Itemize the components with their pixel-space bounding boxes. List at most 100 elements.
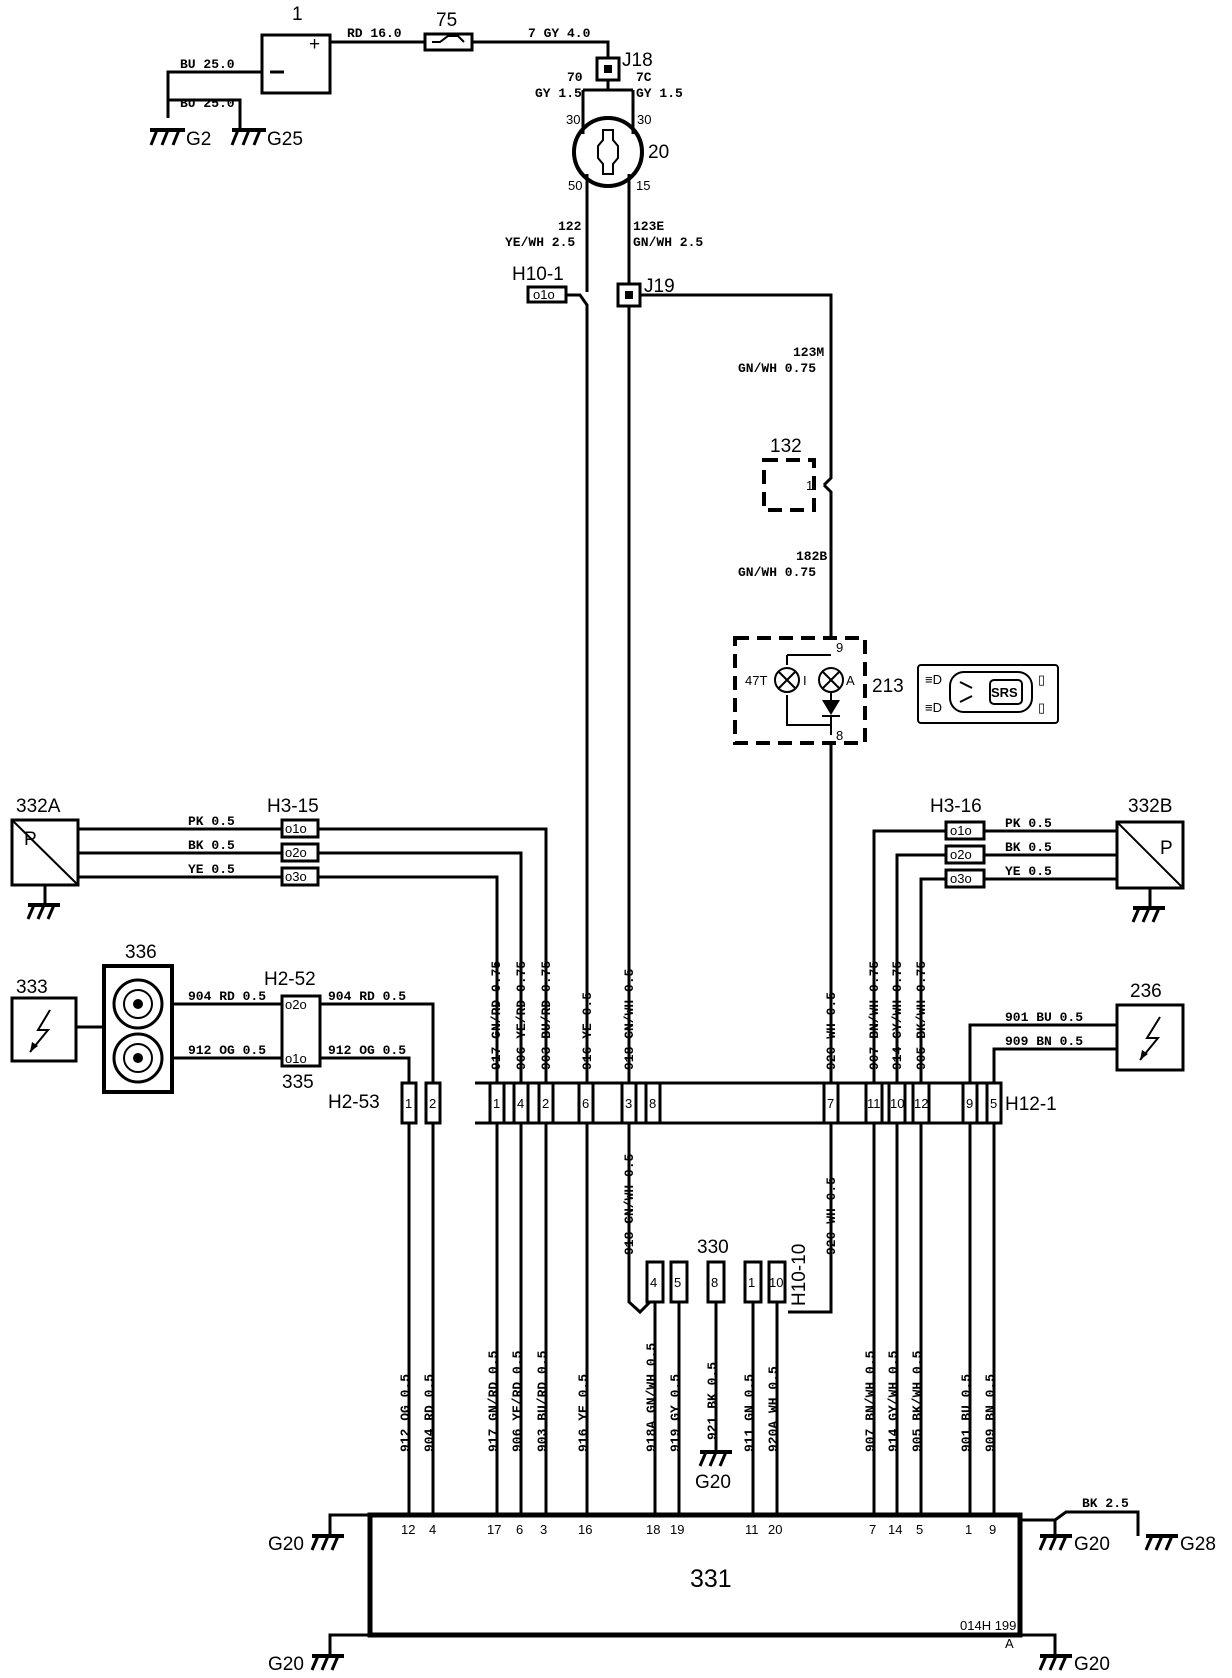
- ecu-pin-4: 4: [429, 1522, 436, 1537]
- connector-h12-1: 1 4 2 6 3 8 7 11 10 12 9 5 H12-1: [475, 1081, 1057, 1125]
- ground-g20-right-bottom-label: G20: [1074, 1654, 1110, 1675]
- sensor-332b: P 332B: [1115, 796, 1185, 890]
- ecu-pin-14: 14: [888, 1522, 902, 1537]
- pin-30-right: 30: [637, 112, 651, 127]
- connector-h3-16-label: H3-16: [930, 796, 982, 817]
- connector-h2-52: o2o o1o H2-52 335: [264, 969, 322, 1093]
- pin-213-i: I: [803, 673, 807, 688]
- wire-904-a: 904 RD 0.5: [188, 989, 266, 1004]
- srs-warning-icon: SRS ≡D ≡D ▯ ▯: [917, 664, 1059, 724]
- ground-g20-right-bottom: G20: [1038, 1654, 1110, 1675]
- sensor-332a: P 332A: [10, 796, 80, 887]
- sensor-332a-label: 332A: [16, 796, 61, 817]
- battery-1: 1 +: [260, 4, 332, 95]
- sensor-332b-symbol: P: [1160, 838, 1173, 859]
- ecu-pin-5: 5: [916, 1522, 923, 1537]
- vlabel-906-075: 906 YE/RD 0.75: [514, 961, 529, 1070]
- wire-ye05-right: YE 0.5: [1005, 864, 1052, 879]
- connector-330: 4 5 8 1 10 330: [645, 1237, 787, 1304]
- wire-912-b: 912 OG 0.5: [328, 1043, 406, 1058]
- svg-text:1: 1: [748, 1275, 755, 1290]
- svg-text:o1o: o1o: [950, 823, 972, 838]
- j18-split-wires: [581, 80, 635, 118]
- c236-output-wires: [968, 1023, 1117, 1085]
- svg-text:4: 4: [517, 1096, 524, 1111]
- wire-123e-num: 123E: [633, 219, 664, 234]
- h3-15-output-wires: [318, 827, 548, 1085]
- ground-g20-right-top-label: G20: [1074, 1534, 1110, 1555]
- svg-text:1: 1: [493, 1096, 500, 1111]
- vlabel-917: 917 GN/RD 0.5: [486, 1350, 501, 1452]
- sensor-332b-label: 332B: [1128, 796, 1172, 817]
- ignition-switch-label: 20: [648, 142, 669, 163]
- vlabel-903-075: 903 BU/RD 0.75: [539, 961, 554, 1070]
- ecu-pin-9: 9: [989, 1522, 996, 1537]
- connector-h12-1-label: H12-1: [1005, 1094, 1057, 1115]
- ground-g25: G25: [230, 128, 303, 150]
- svg-text:o1o: o1o: [533, 287, 555, 302]
- wire-70-color: GY 1.5: [535, 86, 582, 101]
- splice-j18: J18: [595, 50, 653, 82]
- ground-g20-left-bottom: G20: [268, 1654, 344, 1675]
- svg-text:▯: ▯: [1038, 700, 1045, 715]
- wire-bk25: BK 2.5: [1082, 1496, 1129, 1511]
- vlabel-907-075: 907 BN/WH 0.75: [867, 961, 882, 1070]
- svg-text:5: 5: [674, 1275, 681, 1290]
- svg-text:o2o: o2o: [950, 847, 972, 862]
- control-module-331-label: 331: [690, 1565, 732, 1593]
- wire-901: 901 BU 0.5: [1005, 1010, 1083, 1025]
- svg-text:▯: ▯: [1038, 672, 1045, 687]
- svg-text:10: 10: [890, 1096, 904, 1111]
- ground-g2: G2: [149, 128, 211, 150]
- svg-text:o2o: o2o: [285, 845, 307, 860]
- svg-text:o1o: o1o: [285, 1051, 307, 1066]
- wire-7c-color: GY 1.5: [636, 86, 683, 101]
- vlabel-920-b: 920 WH 0.5: [824, 1177, 839, 1255]
- wire-bu25-b: BU 25.0: [180, 96, 235, 111]
- pin-50: 50: [568, 178, 582, 193]
- vlabel-918-a: 918 GN/WH 0.5: [622, 968, 637, 1070]
- wire-pk05-left: PK 0.5: [188, 814, 235, 829]
- svg-text:1: 1: [405, 1096, 412, 1111]
- ground-g2-label: G2: [186, 129, 211, 150]
- vlabel-916-a: 916 YE 0.5: [580, 992, 595, 1070]
- vlabel-914-075: 914 GY/WH 0.75: [890, 961, 905, 1070]
- splice-j19-label: J19: [644, 276, 675, 297]
- h3-16-output-wires: [872, 829, 946, 1085]
- vlabel-911: 911 GN 0.5: [742, 1374, 757, 1452]
- vlabel-921: 921 BK 0.5: [705, 1362, 720, 1440]
- vlabel-905-075: 905 BK/WH 0.75: [914, 961, 929, 1070]
- wire-916-trunk: [566, 293, 589, 1085]
- wire-123e-color: GN/WH 2.5: [633, 235, 703, 250]
- fuse-label: 75: [436, 10, 457, 31]
- connector-h2-53-label: H2-53: [328, 1092, 380, 1113]
- ground-g20-left-top: G20: [268, 1534, 344, 1555]
- connector-h10-1-label: H10-1: [512, 264, 564, 285]
- ecu-pin-7: 7: [869, 1522, 876, 1537]
- wire-bk05-left: BK 0.5: [188, 838, 235, 853]
- ground-g28-label: G28: [1180, 1534, 1216, 1555]
- instrument-213-label: 213: [872, 676, 904, 697]
- svg-text:≡D: ≡D: [925, 672, 942, 687]
- vlabel-904: 904 RD 0.5: [422, 1374, 437, 1452]
- connector-h3-16: o1o o2o o3o H3-16: [930, 796, 986, 889]
- sensor-332b-wires: [984, 829, 1117, 881]
- splice-j18-label: J18: [622, 50, 653, 71]
- svg-text:2: 2: [429, 1096, 436, 1111]
- lower-harness-wires: [407, 1123, 996, 1515]
- svg-text:2: 2: [542, 1096, 549, 1111]
- connector-h2-53: 1 2 H2-53: [328, 1081, 442, 1125]
- ecu-pin-20: 20: [768, 1522, 782, 1537]
- sensor-332a-symbol: P: [24, 829, 37, 850]
- svg-text:11: 11: [867, 1096, 881, 1111]
- ground-g20-left-bottom-label: G20: [268, 1654, 304, 1675]
- diagram-revision: A: [1005, 1636, 1014, 1651]
- pin-213-9: 9: [836, 640, 843, 655]
- connector-h10-10-label: H10-10: [789, 1244, 810, 1306]
- wire-7c-num: 7C: [636, 70, 652, 85]
- component-132-pin: 1: [806, 478, 813, 493]
- ecu-pin-12: 12: [401, 1522, 415, 1537]
- svg-text:o2o: o2o: [285, 997, 307, 1012]
- svg-text:8: 8: [711, 1275, 718, 1290]
- pin-213-47t: 47T: [745, 673, 767, 688]
